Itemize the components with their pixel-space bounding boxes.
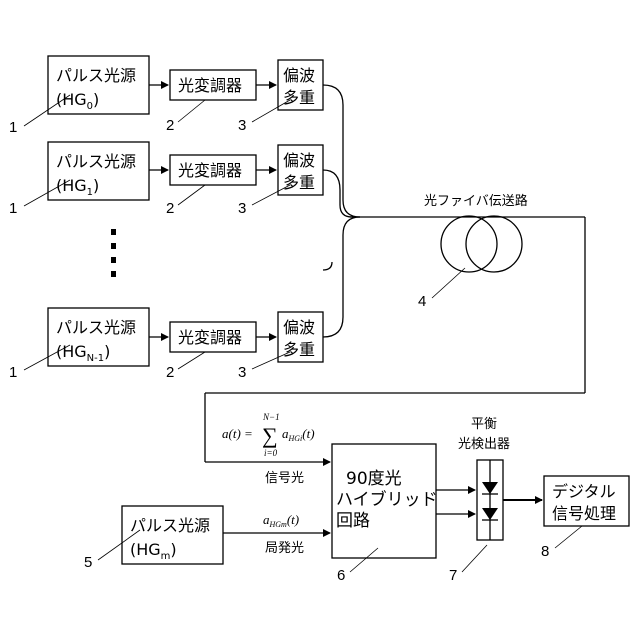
modulator-n-label: 光変調器 [178, 328, 242, 347]
transmitter-row-n-1: パルス光源 (HGN-1) 光変調器 偏波 多重 1 2 3 [9, 308, 323, 381]
ref-2c: 2 [166, 364, 174, 381]
fiber-label: 光ファイバ伝送路 [424, 193, 528, 209]
hybrid-line1: 90度光 [346, 469, 402, 489]
signal-formula: a(t) = N−1 ∑ i=0 aHGi(t) [222, 412, 315, 458]
fiber-coil-icon [441, 216, 522, 272]
local-light-label: 局発光 [265, 541, 304, 556]
leader-4 [432, 268, 465, 298]
vertical-ellipsis [111, 229, 116, 277]
pulse-source-label: パルス光源 [56, 318, 136, 337]
pulse-source-label: パルス光源 [56, 152, 136, 171]
leader-2c [178, 352, 205, 369]
modulator-0-label: 光変調器 [178, 76, 242, 95]
leader-8 [555, 526, 582, 548]
hg0-label: (HG0) [56, 90, 99, 112]
ref-3a: 3 [238, 117, 246, 134]
balanced-line1: 平衡 [471, 417, 497, 432]
polmux-0-line2: 多重 [283, 88, 315, 107]
modulator-1-label: 光変調器 [178, 161, 242, 180]
ref-2a: 2 [166, 117, 174, 134]
formula-sum-lower: i=0 [264, 448, 278, 458]
formula-a-hgi: aHGi(t) [282, 426, 315, 443]
pulse-source-label: パルス光源 [130, 516, 210, 535]
ref-5: 5 [84, 554, 92, 571]
dsp-line1: デジタル [552, 482, 616, 501]
ref-3b: 3 [238, 200, 246, 217]
ref-8: 8 [541, 543, 549, 560]
polmux-1-line2: 多重 [283, 173, 315, 192]
formula-sum-symbol: ∑ [262, 423, 278, 448]
leader-7 [462, 545, 487, 572]
dsp-line2: 信号処理 [552, 504, 616, 523]
hg1-label: (HG1) [56, 176, 99, 198]
pulse-source-label: パルス光源 [56, 66, 136, 85]
polmux-n-line2: 多重 [283, 340, 315, 359]
ref-1a: 1 [9, 119, 17, 136]
polmux-n-line1: 偏波 [283, 318, 315, 337]
transmitter-row-1: パルス光源 (HG1) 光変調器 偏波 多重 1 2 3 [9, 142, 323, 217]
leader-2a [178, 100, 205, 122]
hybrid-line3: 回路 [336, 511, 370, 531]
ref-2b: 2 [166, 200, 174, 217]
formula-a-t: a(t) = [222, 426, 253, 441]
formula-sum-upper: N−1 [262, 412, 280, 422]
ref-1b: 1 [9, 200, 17, 217]
ref-3c: 3 [238, 364, 246, 381]
ref-4: 4 [418, 293, 426, 310]
hgm-label: (HGm) [130, 540, 177, 562]
combiner-lines [323, 85, 585, 337]
ref-1c: 1 [9, 364, 17, 381]
transmitter-row-0: パルス光源 (HG0) 光変調器 偏波 多重 1 2 3 [9, 56, 323, 136]
polmux-1-line1: 偏波 [283, 151, 315, 170]
ref-6: 6 [337, 567, 345, 584]
ref-7: 7 [449, 567, 457, 584]
polmux-0-line1: 偏波 [283, 66, 315, 85]
signal-light-label: 信号光 [265, 471, 304, 486]
balanced-line2: 光検出器 [458, 437, 510, 452]
leader-2b [178, 185, 205, 205]
leader-3a [252, 100, 290, 122]
formula-a-hgm: aHGm(t) [263, 512, 299, 529]
hybrid-line2: ハイブリッド [336, 489, 438, 510]
